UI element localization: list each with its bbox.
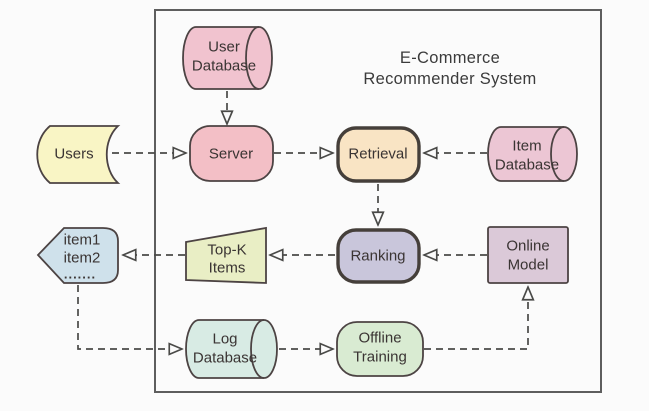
offline-training-label-line2: Training [353,349,407,366]
online-model-shape [487,226,569,284]
ranking-label: Ranking [350,248,405,265]
topk-items-label-line1: Top-K [207,242,246,259]
offline-training-label-line1: Offline [358,330,401,347]
node-item-database: Item Database [487,126,578,182]
log-database-cylinder-rim [250,319,265,379]
title-line1: E-Commerce [400,49,500,67]
output-items-line1: item1 [64,232,101,249]
system-boundary-box [154,9,602,393]
node-topk-items: Top-K Items [185,226,267,284]
node-retrieval: Retrieval [336,126,421,183]
user-database-cylinder-rim [245,26,260,90]
node-online-model: Online Model [487,226,569,284]
arrow-offline-to-onlinemodel [424,287,528,350]
output-items-shape [36,227,119,284]
offline-training-shape [336,321,424,377]
topk-items-label-line2: Items [209,260,246,277]
online-model-label-line1: Online [506,238,549,255]
log-database-label-line1: Log [212,331,237,348]
node-offline-training: Offline Training [336,321,424,377]
retrieval-shape [336,126,421,183]
output-items-line3: ....... [64,267,96,282]
diagram-title: E-Commerce Recommender System [363,49,536,88]
node-user-database: User Database [182,26,273,90]
node-output-items: item1 item2 ....... [36,227,119,284]
item-database-cylinder-rim [550,126,565,182]
user-database-label-line2: Database [192,58,256,75]
online-model-label-line2: Model [508,257,549,274]
node-log-database: Log Database [185,319,278,379]
output-items-line2: item2 [64,250,101,267]
node-server: Server [189,125,274,182]
item-database-label-line2: Database [495,157,559,174]
topk-items-shape [185,226,267,284]
connectors [77,91,528,350]
arrow-items-to-logdb [77,285,182,349]
log-database-label-line2: Database [193,350,257,367]
server-shape [189,125,274,182]
server-label: Server [209,146,253,163]
ranking-shape [336,228,421,284]
title-line2: Recommender System [363,70,536,88]
item-database-label-line1: Item [512,138,541,155]
users-label: Users [54,146,93,163]
users-shape [36,125,121,184]
node-ranking: Ranking [336,228,421,284]
node-users: Users [36,125,121,184]
retrieval-label: Retrieval [348,146,407,163]
user-database-label-line1: User [208,39,240,56]
